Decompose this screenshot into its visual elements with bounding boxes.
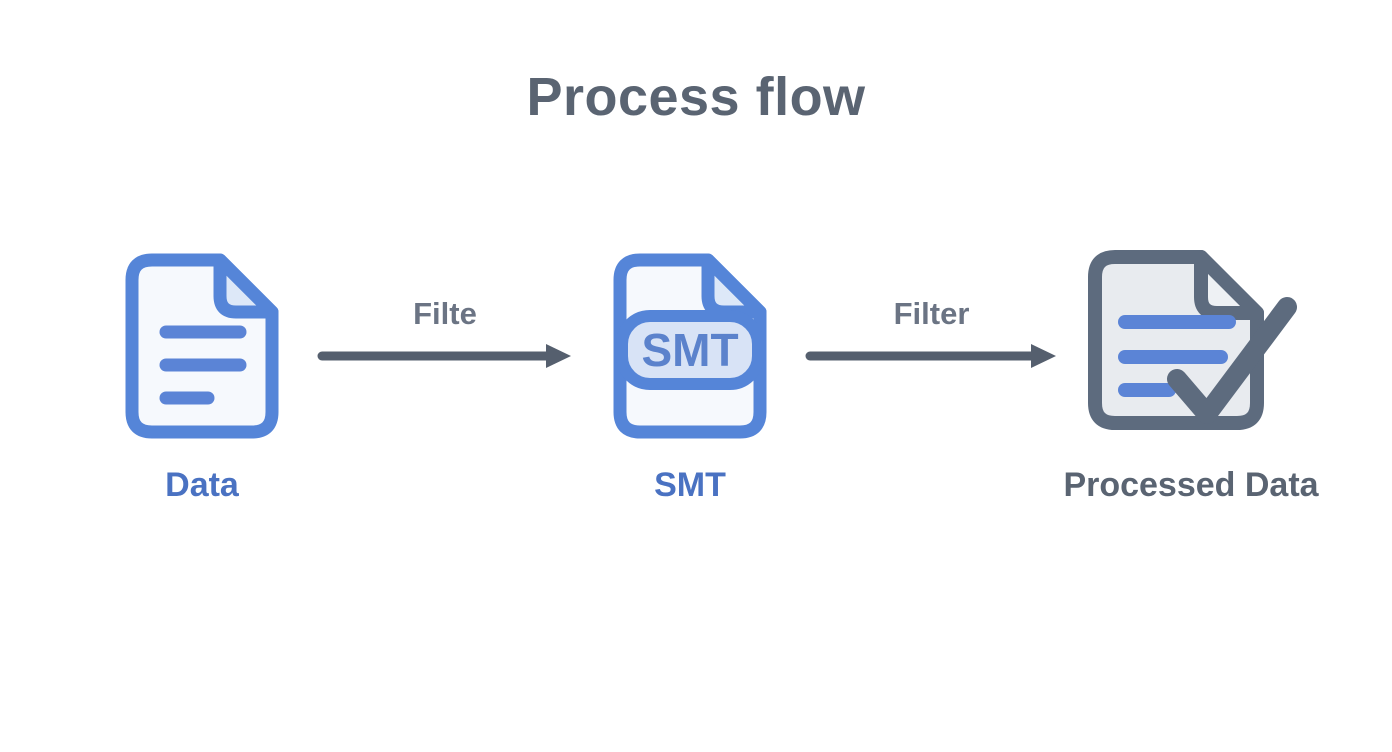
node-smt: SMT SMT <box>610 250 770 502</box>
arrow-right-icon <box>805 344 1056 368</box>
checkmark-icon <box>1167 297 1297 424</box>
node-label-processed-data: Processed Data <box>1063 466 1319 504</box>
smt-document-icon: SMT <box>613 253 767 439</box>
document-icon <box>125 253 279 439</box>
edge-label-filter-1: Filte <box>413 296 477 331</box>
arrow-right-icon <box>317 344 571 368</box>
edge-filter-1: Filte <box>317 298 573 369</box>
node-label-data: Data <box>165 466 239 504</box>
diagram-title: Process flow <box>526 67 866 127</box>
node-processed-data: Processed Data <box>1063 245 1319 502</box>
edge-label-filter-2: Filter <box>893 296 970 331</box>
smt-badge-text: SMT <box>641 324 738 376</box>
node-label-smt: SMT <box>654 466 726 504</box>
document-check-icon <box>1088 250 1297 430</box>
node-data: Data <box>122 250 282 502</box>
edge-filter-2: Filter <box>805 298 1058 369</box>
